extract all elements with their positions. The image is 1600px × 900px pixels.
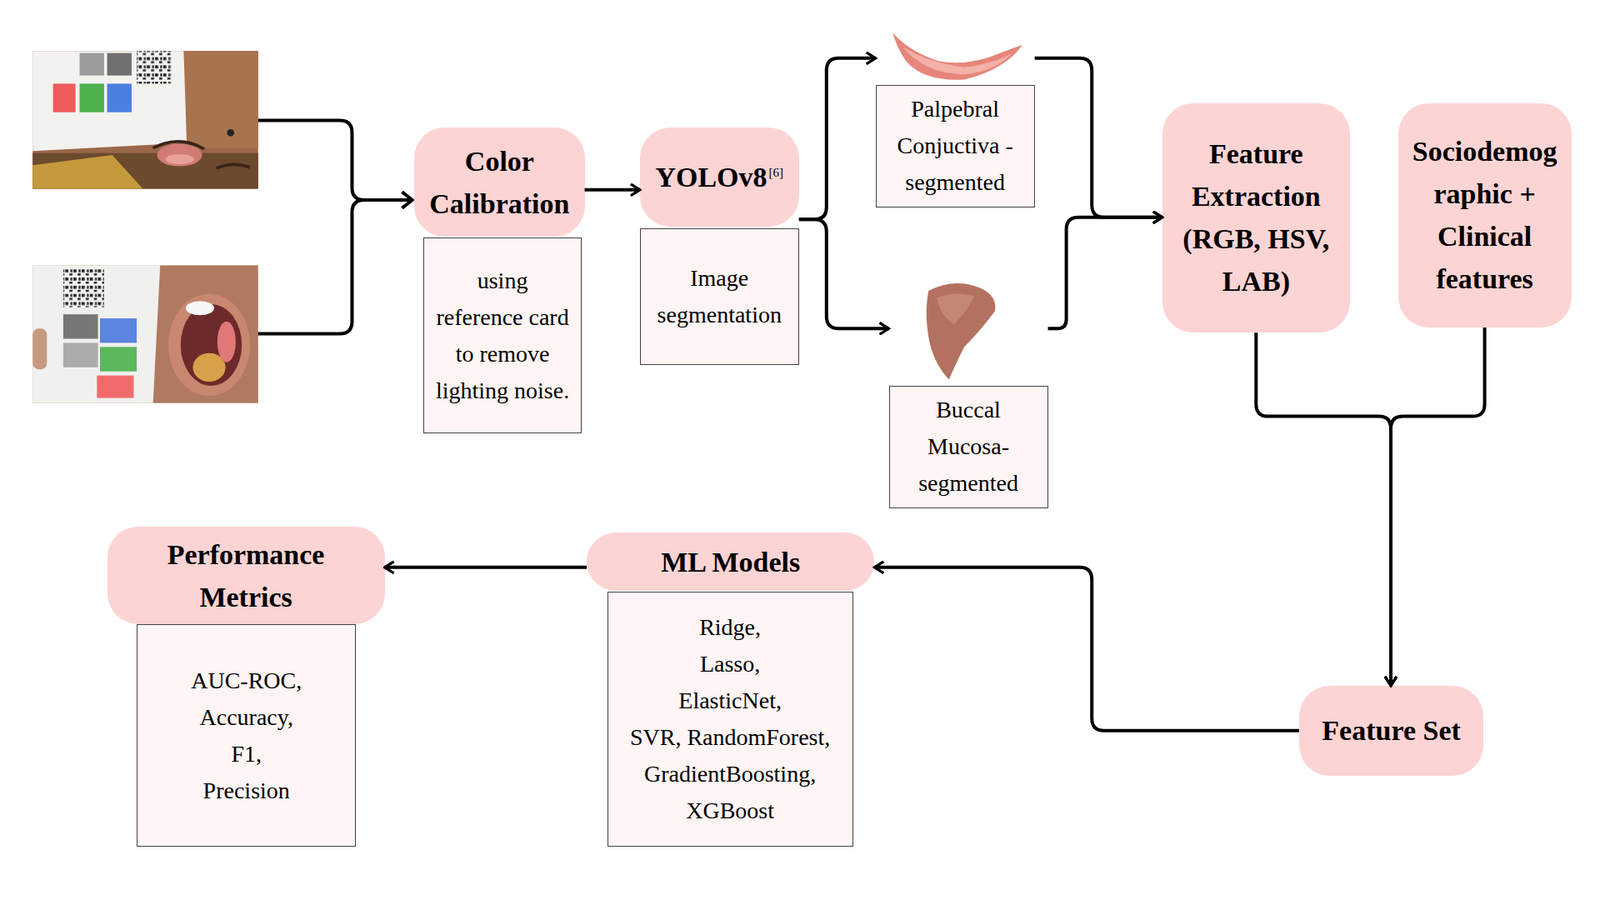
node-text: Ridge, bbox=[699, 609, 761, 646]
node-text: Buccal Mucosa- segmented bbox=[899, 391, 1037, 502]
qr-code bbox=[136, 50, 172, 84]
process-box: Feature Extraction (RGB, HSV, LAB) bbox=[1162, 103, 1350, 334]
lips bbox=[168, 294, 250, 396]
process-box: Feature Set bbox=[1299, 685, 1485, 776]
node-text: using reference card to remove lighting … bbox=[435, 262, 570, 410]
qr-code bbox=[63, 268, 105, 308]
node-text: Image segmentation bbox=[645, 260, 794, 334]
note-box: AUC-ROC,Accuracy,F1,Precision bbox=[136, 624, 356, 847]
green-swatch bbox=[80, 83, 105, 112]
gray-swatch bbox=[63, 342, 99, 367]
gray-swatch bbox=[107, 53, 132, 76]
bindi bbox=[226, 129, 235, 137]
gray-swatch bbox=[80, 53, 105, 76]
node-title: Feature Extraction (RGB, HSV, LAB) bbox=[1169, 132, 1344, 303]
buccal-highlight bbox=[936, 294, 975, 325]
red-swatch bbox=[96, 375, 134, 399]
fabric bbox=[32, 155, 143, 189]
mouth-photo bbox=[32, 265, 259, 403]
connector-arrow bbox=[1390, 327, 1485, 686]
node-text: XGBoost bbox=[685, 792, 775, 830]
eye-photo bbox=[32, 50, 259, 189]
green-swatch bbox=[100, 346, 137, 371]
segment-label-box: Palpebral Conjuctiva - segmented bbox=[875, 30, 1035, 208]
connector-arrow bbox=[1048, 217, 1163, 330]
node-title: ML Models bbox=[660, 540, 800, 584]
label-box: Buccal Mucosa- segmented bbox=[889, 385, 1049, 509]
reference-superscript: [6] bbox=[769, 165, 785, 180]
palpebral-highlight bbox=[903, 46, 1013, 75]
process-box: Performance Metrics bbox=[107, 526, 385, 625]
gray-swatch bbox=[63, 314, 99, 339]
photo-background bbox=[32, 50, 259, 189]
connector-arrow bbox=[1035, 58, 1163, 218]
connector-arrow bbox=[385, 565, 587, 570]
process-box: YOLOv8[6] bbox=[640, 127, 800, 227]
connector-arrow bbox=[585, 188, 640, 192]
note-box: Ridge,Lasso,ElasticNet,SVR, RandomForest… bbox=[607, 591, 854, 847]
red-swatch bbox=[53, 83, 76, 112]
text-line: YOLOv8[6] bbox=[655, 155, 784, 199]
note-box: Image segmentation bbox=[640, 228, 800, 365]
node-text: Palpebral Conjuctiva - segmented bbox=[881, 90, 1030, 201]
node-title: Feature Set bbox=[1321, 709, 1460, 752]
node-text: SVR, RandomForest, bbox=[630, 719, 830, 756]
blue-swatch bbox=[107, 83, 132, 112]
process-box: Sociodemog raphic + Clinical features bbox=[1398, 103, 1572, 328]
connector-arrow bbox=[799, 219, 890, 329]
note-box: using reference card to remove lighting … bbox=[423, 237, 582, 434]
process-box: Color Calibration bbox=[414, 127, 585, 237]
photo-background bbox=[32, 265, 259, 403]
eyelid bbox=[153, 141, 205, 150]
connector-arrow bbox=[1255, 332, 1391, 686]
thumb bbox=[32, 328, 47, 370]
connector-arrow bbox=[799, 58, 876, 220]
node-text: ElasticNet, bbox=[678, 682, 782, 720]
buccal-mucosa bbox=[217, 321, 236, 363]
node-text: AUC-ROC, bbox=[190, 662, 302, 700]
node-title: Color Calibration bbox=[420, 140, 578, 225]
segment-label-box: Buccal Mucosa- segmented bbox=[889, 280, 1049, 509]
connector-arrow bbox=[874, 567, 1299, 731]
node-text: Accuracy, bbox=[199, 699, 293, 736]
node-text: GradientBoosting, bbox=[644, 755, 816, 793]
teeth bbox=[185, 300, 215, 315]
node-title: YOLOv8 bbox=[655, 161, 767, 193]
reference-card bbox=[32, 265, 160, 403]
label-box: Palpebral Conjuctiva - segmented bbox=[875, 85, 1035, 208]
reference-card bbox=[32, 50, 187, 151]
blue-swatch bbox=[100, 318, 137, 343]
input-line bbox=[258, 120, 412, 200]
clothing bbox=[32, 153, 259, 190]
node-text: F1, bbox=[230, 735, 262, 773]
node-title: Performance Metrics bbox=[139, 533, 354, 619]
process-box: ML Models bbox=[586, 532, 875, 591]
arrow-head bbox=[401, 191, 412, 209]
input-line bbox=[258, 200, 365, 334]
buccal-segment bbox=[926, 283, 996, 380]
palpebral-segment bbox=[892, 32, 1023, 80]
eye bbox=[157, 144, 203, 167]
node-text: Precision bbox=[203, 772, 290, 810]
mouth-cavity bbox=[180, 304, 242, 386]
node-text: Lasso, bbox=[700, 645, 760, 683]
closed-eye bbox=[216, 164, 250, 169]
conjunctiva bbox=[165, 154, 194, 165]
forehead bbox=[183, 50, 258, 148]
node-title: Sociodemog raphic + Clinical features bbox=[1405, 130, 1565, 300]
